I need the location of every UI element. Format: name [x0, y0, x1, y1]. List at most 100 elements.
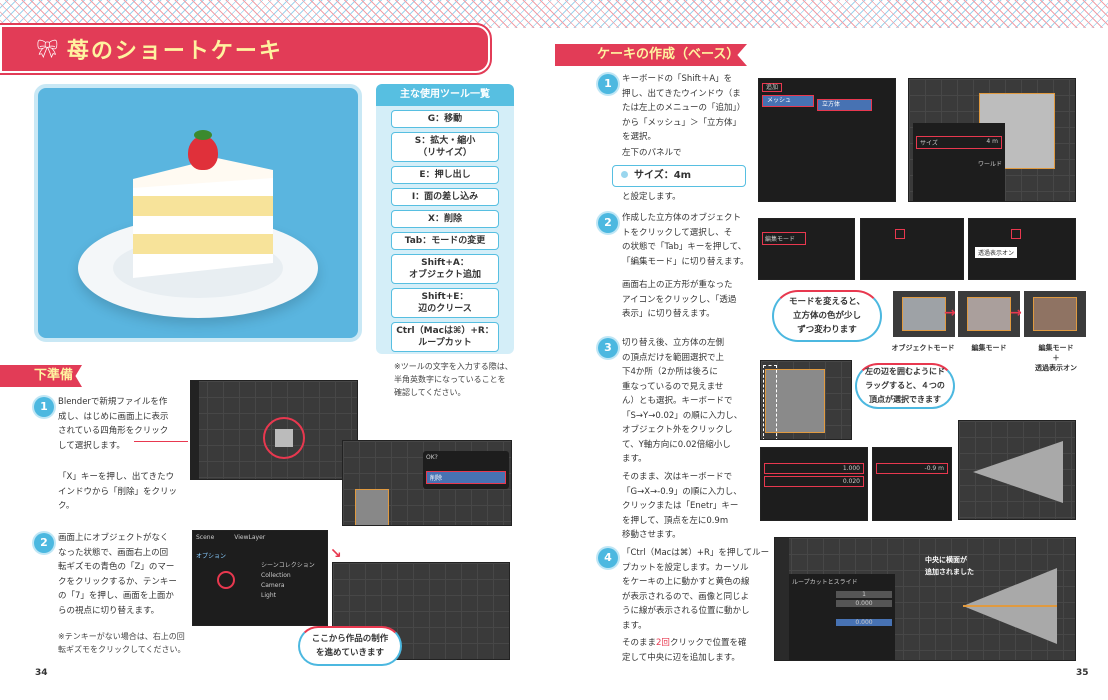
- size-setting-box: サイズ：4m: [612, 165, 746, 187]
- step-text: 画面上にオブジェクトがなく なった状態で、画面右上の回 転ギズモの青色の「Z」の…: [58, 533, 177, 616]
- strawberry-leaf: [194, 130, 212, 140]
- loopcut-panel: ループカットとスライド 1 0.000 0.000: [789, 574, 895, 660]
- step-text: Blenderで新規ファイルを作 成し、はじめに画面上に表示 されている四角形を…: [58, 397, 169, 451]
- menu-add[interactable]: 追加: [762, 83, 783, 92]
- factor-field[interactable]: 0.000: [836, 619, 892, 626]
- panel-title: ループカットとスライド: [792, 579, 858, 586]
- mode-preview-transparent: [1024, 291, 1086, 337]
- new-edge: [963, 605, 1057, 607]
- scale-y-field[interactable]: 0.020: [764, 476, 864, 487]
- tool-item: Tab：モードの変更: [391, 232, 499, 250]
- arrow-icon: →: [1010, 305, 1022, 321]
- cube[interactable]: [275, 429, 293, 447]
- edit-mode-dropdown[interactable]: 編集モード: [762, 232, 806, 245]
- tools-note: ※ツールの文字を入力する際は、 半角英数字になっていることを 確認してください。: [394, 362, 513, 397]
- viewlayer-label: ViewLayer: [234, 534, 266, 541]
- step-number: 2: [34, 533, 54, 553]
- screenshot-box-select: [760, 360, 852, 440]
- mode-preview-edit: [958, 291, 1020, 337]
- cake-photo: [34, 84, 362, 342]
- tool-item: G：移動: [391, 110, 499, 128]
- gizmo-z-highlight[interactable]: [217, 571, 235, 589]
- outliner-light[interactable]: Light: [261, 592, 276, 599]
- align-field[interactable]: ワールド: [977, 161, 1002, 168]
- step-text: 「Ctrl（Macは⌘）+R」を押してルー プカットを設定します。カーソル をケ…: [622, 548, 770, 631]
- step-text: 左下のパネルで: [622, 148, 682, 158]
- ribbon-icon: 🎀︎: [36, 38, 59, 60]
- mode-caption: オブジェクトモード: [891, 344, 955, 352]
- size-value: サイズ：4m: [634, 170, 692, 181]
- size-field[interactable]: 4 m: [986, 138, 998, 145]
- screenshot-edit-mode: 編集モード: [758, 218, 855, 280]
- tools-list-box: 主な使用ツール一覧 G：移動 S：拡大・縮小 （リサイズ） E：押し出し I：面…: [376, 84, 514, 354]
- toolbar: [775, 538, 789, 660]
- step-text: 画面右上の正方形が重なった アイコンをクリックし、「透過 表示」に切り替えます。: [622, 280, 737, 319]
- mesh-shape: [973, 441, 1063, 503]
- screenshot-delete-dialog: OK? 削除: [342, 440, 512, 526]
- step-number: 1: [34, 397, 54, 417]
- step-text: と設定します。: [622, 192, 681, 202]
- selection-box: [763, 365, 777, 439]
- mode-caption: 編集モード ＋ 透過表示オン: [1035, 344, 1077, 372]
- screenshot-viewport: [190, 380, 358, 480]
- outliner-camera[interactable]: Camera: [261, 582, 285, 589]
- screenshot-overlay-toggle: [860, 218, 964, 280]
- scale-x-field[interactable]: 1.000: [764, 463, 864, 474]
- screenshot-loopcut: ループカットとスライド 1 0.000 0.000 中央に横面が 追加されました: [774, 537, 1076, 661]
- decorative-pattern: [0, 0, 1108, 28]
- cube: [355, 489, 389, 525]
- smooth-field[interactable]: 0.000: [836, 600, 892, 607]
- page-number: 34: [35, 668, 48, 678]
- scene-label: Scene: [196, 534, 215, 541]
- tool-item: Shift+E： 辺のクリース: [391, 288, 499, 318]
- menu-cube[interactable]: 立方体: [817, 99, 872, 111]
- toolbar: [191, 381, 199, 479]
- tool-item: E：押し出し: [391, 166, 499, 184]
- xray-button-active[interactable]: [1011, 229, 1021, 239]
- outliner-title: シーンコレクション: [261, 562, 315, 569]
- pointer-line: [134, 441, 188, 442]
- text-segment: クリックで位置を確 定して中央に辺を追加します。: [622, 638, 747, 663]
- section-heading: 下準備: [0, 365, 82, 387]
- delete-dialog: OK? 削除: [423, 451, 509, 489]
- mode-callout: モードを変えると、 立方体の色が少し ずつ変わります: [772, 290, 882, 342]
- tools-heading: 主な使用ツール一覧: [376, 84, 514, 106]
- drag-callout: 左の辺を囲むようにド ラッグすると、４つの 頂点が選択できます: [855, 363, 955, 409]
- step-text: そのまま、次はキーボードで 「G→X→-0.9」の順に入力し、 クリックまたは「…: [622, 472, 742, 540]
- screenshot-move-panel: -0.9 m: [872, 447, 952, 521]
- delete-option[interactable]: 削除: [426, 471, 506, 484]
- screenshot-triangle: [958, 420, 1076, 520]
- strawberry: [188, 136, 218, 170]
- menu-mesh[interactable]: メッシュ: [762, 95, 814, 107]
- cake-slice: [133, 178, 273, 278]
- step-text: 作成した立方体のオブジェクト トをクリックして選択し、そ の状態で「Tab」キー…: [622, 213, 749, 267]
- ok-prompt: OK?: [426, 454, 438, 461]
- options-label[interactable]: オプション: [196, 553, 227, 560]
- tool-item: S：拡大・縮小 （リサイズ）: [391, 132, 499, 162]
- move-x-field[interactable]: -0.9 m: [876, 463, 948, 474]
- cuts-field[interactable]: 1: [836, 591, 892, 598]
- screenshot-scale-panel: 1.000 0.020: [760, 447, 868, 521]
- step-number: 2: [598, 213, 618, 233]
- step-number: 1: [598, 74, 618, 94]
- cube: [765, 369, 825, 433]
- tooltip: 透過表示オン: [975, 247, 1018, 258]
- page-title-banner: 🎀︎ 苺のショートケーキ: [0, 23, 492, 75]
- mode-preview-object: [893, 291, 955, 337]
- tool-item: X：削除: [391, 210, 499, 228]
- step-text: 「X」キーを押し、出てきたウ インドウから「削除」をクリッ ク。: [58, 472, 178, 511]
- step-note: ※テンキーがない場合は、右上の回 転ギズモをクリックしてください。: [58, 632, 186, 654]
- xray-button[interactable]: [895, 229, 905, 239]
- step-text: そのまま2回クリックで位置を確 定して中央に辺を追加します。: [622, 636, 746, 665]
- screenshot-outliner: Scene ViewLayer オプション シーンコレクション Collectio…: [192, 530, 328, 626]
- highlight-circle: [263, 417, 305, 459]
- arrow-icon: ↘: [330, 546, 342, 562]
- screenshot-transparent: 透過表示オン: [968, 218, 1076, 280]
- bullet-icon: [621, 171, 628, 178]
- outliner-collection[interactable]: Collection: [261, 572, 291, 579]
- mode-caption: 編集モード: [971, 344, 1007, 352]
- loopcut-annotation: 中央に横面が 追加されました: [925, 556, 974, 576]
- tool-item: Ctrl（Macは⌘）+R： ループカット: [391, 322, 499, 352]
